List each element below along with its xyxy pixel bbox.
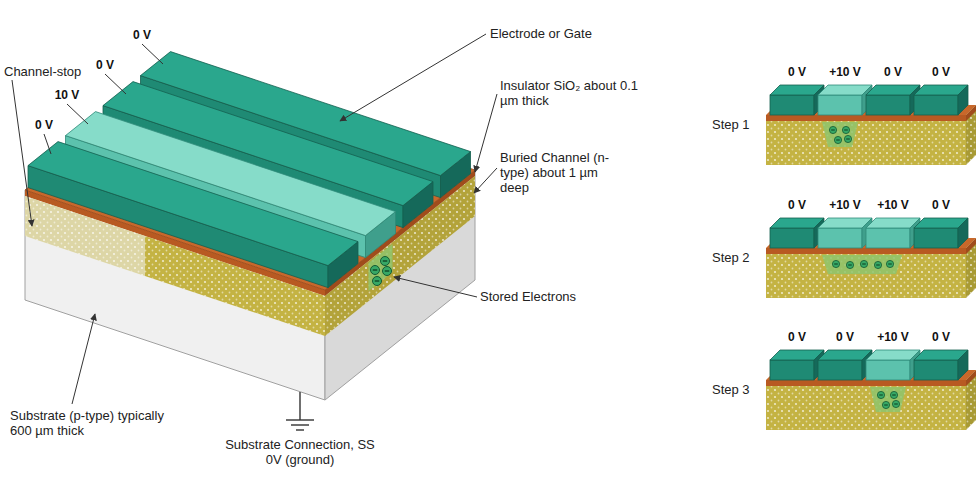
step-diagram [822, 255, 902, 274]
step-diagram [890, 391, 897, 398]
step-label: Step 2 [712, 250, 750, 265]
step-diagram [866, 350, 920, 380]
step-diagram [892, 400, 899, 407]
callout-label: Buried Channel (n-type) about 1 µm deep [500, 150, 610, 195]
voltage-label: 0 V [788, 330, 806, 345]
ccd-block [373, 277, 382, 286]
step-diagram [822, 122, 858, 147]
step-diagram [886, 260, 893, 267]
voltage-label: 0 V [884, 65, 902, 80]
step-diagram [818, 218, 872, 248]
leader-line [12, 34, 497, 404]
voltage-label: 0 V [836, 330, 854, 345]
gate-electrode [28, 142, 358, 266]
leader-line [474, 168, 497, 193]
step-diagram [770, 218, 824, 248]
ground-symbol [296, 429, 304, 430]
voltage-label: +10 V [829, 65, 861, 80]
voltage-label: 0 V [788, 198, 806, 213]
step-diagram [832, 260, 839, 267]
step-diagram [860, 260, 867, 267]
leader-line [72, 314, 95, 404]
step-diagram [866, 85, 920, 115]
voltage-label: 0 V [96, 58, 114, 73]
step-diagram [770, 350, 824, 380]
step-diagram [877, 391, 884, 398]
callout-label: Electrode or Gate [490, 26, 592, 41]
voltage-label: 0 V [133, 28, 151, 43]
ccd-block [381, 257, 390, 266]
voltage-label: +10 V [877, 198, 909, 213]
leader-line [394, 277, 477, 297]
step-diagram [834, 136, 841, 143]
step-diagram [818, 85, 872, 115]
ccd-block [383, 267, 392, 276]
step-diagram [844, 135, 851, 142]
step-diagram [766, 85, 976, 165]
leader-line [105, 74, 126, 94]
leader-line [142, 44, 163, 64]
ground-symbol [286, 419, 314, 420]
step-diagram [842, 126, 849, 133]
step-diagram [874, 261, 881, 268]
voltage-label: 10 V [55, 88, 80, 103]
callout-label: Stored Electrons [480, 289, 576, 304]
step-diagram [770, 85, 824, 115]
step-label: Step 1 [712, 117, 750, 132]
voltage-label: 0 V [932, 198, 950, 213]
step-diagram [818, 350, 872, 380]
callout-label: Substrate Connection, SS 0V (ground) [225, 437, 375, 467]
step-diagram [914, 218, 968, 248]
gate-electrode [28, 142, 358, 288]
step-diagram [766, 218, 976, 298]
step-diagram [766, 350, 976, 430]
voltage-label: +10 V [877, 330, 909, 345]
ground-symbol [299, 392, 300, 420]
ccd-block [25, 70, 475, 400]
voltage-label: 0 V [932, 330, 950, 345]
step-diagram [870, 387, 906, 412]
step-diagram [846, 261, 853, 268]
callout-label: Insulator SiO₂ about 0.1 µm thick [500, 78, 650, 108]
leader-line [340, 34, 486, 121]
leader-line [12, 80, 32, 226]
step-diagram [829, 126, 836, 133]
voltage-label: 0 V [788, 65, 806, 80]
callout-label: Channel-stop [4, 64, 81, 79]
leader-line [44, 134, 51, 154]
voltage-label: 0 V [35, 118, 53, 133]
leader-line [475, 94, 497, 172]
step-diagram [882, 401, 889, 408]
step-label: Step 3 [712, 382, 750, 397]
ccd-block [371, 266, 380, 275]
step-diagram [914, 85, 968, 115]
ground-symbol [291, 424, 309, 425]
leader-line [67, 104, 88, 124]
callout-label: Substrate (p-type) typically 600 µm thic… [10, 408, 170, 438]
voltage-label: 0 V [932, 65, 950, 80]
ground-symbol [286, 392, 314, 430]
step-diagram [866, 218, 920, 248]
voltage-label: +10 V [829, 198, 861, 213]
step-diagram [914, 350, 968, 380]
